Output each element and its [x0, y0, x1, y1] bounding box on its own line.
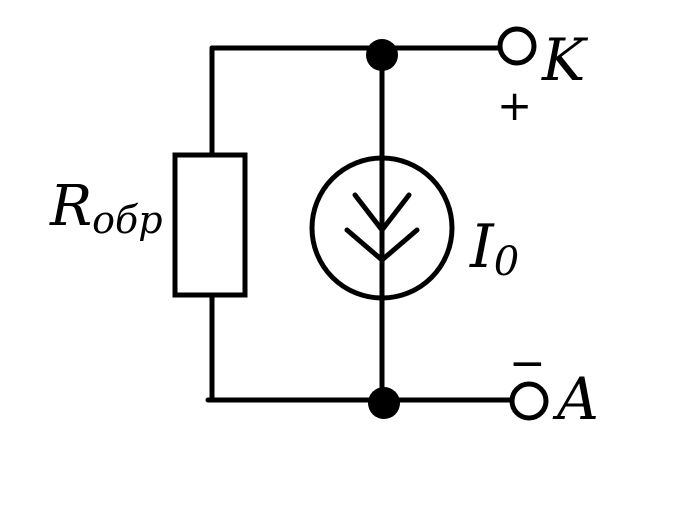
terminal-a-label: A — [552, 365, 599, 433]
minus-sign: − — [509, 338, 546, 389]
terminal-a-circle — [509, 381, 549, 421]
source-label-subscript: 0 — [494, 239, 519, 285]
terminal-k-label: K — [541, 26, 589, 94]
resistor-label-subscript: обр — [92, 198, 162, 242]
resistor-symbol — [172, 152, 248, 298]
source-label: I0 — [469, 212, 519, 285]
source-label-main: I — [469, 212, 495, 282]
junction-dot-top — [366, 39, 398, 71]
current-arrow-upper-chevron — [352, 192, 412, 235]
plus-sign: + — [497, 81, 532, 130]
resistor-label: Rобр — [49, 174, 163, 242]
resistor-label-main: R — [49, 174, 92, 239]
junction-dot-bottom — [368, 387, 400, 419]
terminal-k-circle — [497, 26, 537, 66]
current-arrow-lower-chevron — [344, 227, 420, 264]
